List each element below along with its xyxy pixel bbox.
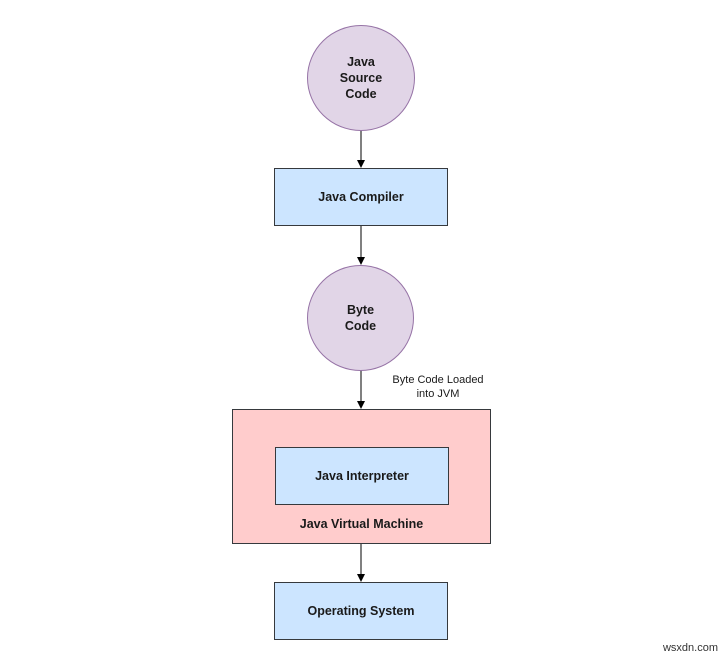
byte-code-node: Byte Code (307, 265, 414, 371)
java-interpreter-label: Java Interpreter (315, 469, 409, 483)
jvm-label: Java Virtual Machine (299, 517, 424, 531)
operating-system-label: Operating System (307, 604, 415, 618)
java-source-code-label: Java Source Code (339, 55, 383, 101)
java-source-code-node: Java Source Code (307, 25, 415, 131)
java-compiler-node: Java Compiler (274, 168, 448, 226)
byte-code-loaded-label: Byte Code Loaded into JVM (392, 374, 484, 400)
operating-system-node: Operating System (274, 582, 448, 640)
watermark: wsxdn.com (662, 642, 718, 654)
jvm-container: Java Interpreter Java Virtual Machine (232, 409, 491, 544)
java-interpreter-node: Java Interpreter (275, 447, 449, 505)
byte-code-label: Byte Code (344, 303, 377, 333)
java-compiler-label: Java Compiler (318, 190, 404, 204)
